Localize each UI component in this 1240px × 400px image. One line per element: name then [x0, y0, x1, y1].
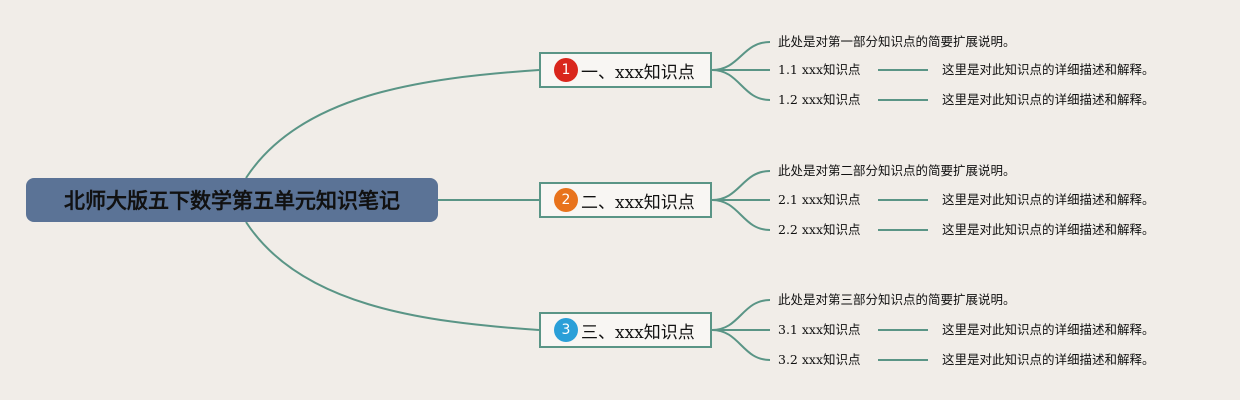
root-title: 北师大版五下数学第五单元知识笔记 — [64, 189, 400, 213]
topic-1-label: 一、xxx知识点 — [581, 62, 695, 83]
topic-1-summary: 此处是对第一部分知识点的简要扩展说明。 — [778, 34, 1016, 49]
number-1-badge-icon: 1 — [554, 58, 578, 82]
connector-root-topic-3 — [245, 221, 540, 331]
connector-topic-2-item-2 — [711, 199, 771, 231]
item-3-2-label: 3.2 xxx知识点 — [778, 352, 861, 367]
topic-3[interactable]: 3 三、xxx知识点 — [539, 312, 712, 348]
item-3-1-detail: 这里是对此知识点的详细描述和解释。 — [942, 322, 1155, 337]
topic-3-label: 三、xxx知识点 — [581, 322, 695, 343]
connector-topic-3-item-2 — [711, 329, 771, 361]
item-1-2-detail: 这里是对此知识点的详细描述和解释。 — [942, 92, 1155, 107]
connector-topic-2-summary — [711, 170, 771, 201]
topic-3-summary: 此处是对第三部分知识点的简要扩展说明。 — [778, 292, 1016, 307]
topic-2[interactable]: 2 二、xxx知识点 — [539, 182, 712, 218]
connector-root-topic-1 — [245, 69, 540, 179]
item-2-1-label: 2.1 xxx知识点 — [778, 192, 861, 207]
number-2-badge-icon: 2 — [554, 188, 578, 212]
item-3-1-label: 3.1 xxx知识点 — [778, 322, 861, 337]
item-1-2-label: 1.2 xxx知识点 — [778, 92, 861, 107]
connector-topic-3-summary — [711, 299, 771, 331]
item-2-2-detail: 这里是对此知识点的详细描述和解释。 — [942, 222, 1155, 237]
topic-1[interactable]: 1 一、xxx知识点 — [539, 52, 712, 88]
topic-2-summary: 此处是对第二部分知识点的简要扩展说明。 — [778, 163, 1016, 178]
item-1-1-detail: 这里是对此知识点的详细描述和解释。 — [942, 62, 1155, 77]
item-1-1-label: 1.1 xxx知识点 — [778, 62, 861, 77]
item-2-1-detail: 这里是对此知识点的详细描述和解释。 — [942, 192, 1155, 207]
number-3-badge-icon: 3 — [554, 318, 578, 342]
item-2-2-label: 2.2 xxx知识点 — [778, 222, 861, 237]
root-topic[interactable]: 北师大版五下数学第五单元知识笔记 — [26, 178, 438, 222]
item-3-2-detail: 这里是对此知识点的详细描述和解释。 — [942, 352, 1155, 367]
connector-topic-1-summary — [711, 41, 771, 71]
connector-topic-1-item-2 — [711, 69, 771, 101]
topic-2-label: 二、xxx知识点 — [581, 192, 695, 213]
